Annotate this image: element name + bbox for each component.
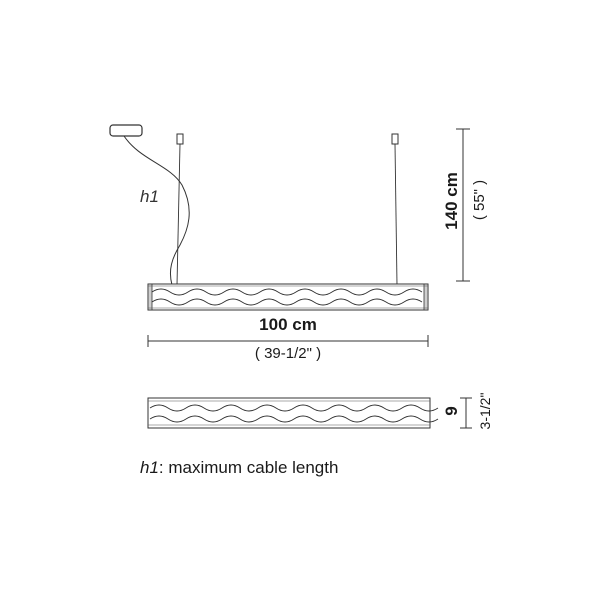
right-cable-clamp xyxy=(391,133,399,145)
width-imperial-label: ( 39-1/2" ) xyxy=(254,345,322,362)
legend: h1: maximum cable length xyxy=(140,458,338,478)
legend-key: h1 xyxy=(140,458,159,477)
lamp-side-view xyxy=(147,397,439,429)
left-cable-clamp xyxy=(176,133,184,145)
legend-text: : maximum cable length xyxy=(158,458,339,477)
height-imperial-label: ( 55" ) xyxy=(471,179,488,221)
depth-metric-label: 9 xyxy=(442,406,461,416)
width-dimension-line xyxy=(147,335,429,347)
height-dimension-line xyxy=(456,128,470,282)
width-metric-label: 100 cm xyxy=(259,315,317,334)
lamp-front-view xyxy=(147,283,429,311)
ceiling-canopy xyxy=(109,124,143,137)
depth-dimension-line xyxy=(460,397,472,429)
right-suspension-cable xyxy=(394,143,398,286)
power-cable xyxy=(123,135,190,286)
height-metric-label: 140 cm xyxy=(442,172,461,230)
left-suspension-cable xyxy=(176,143,181,286)
depth-imperial-label: 3-1/2" xyxy=(477,392,493,430)
h1-cable-label: h1 xyxy=(140,187,159,206)
